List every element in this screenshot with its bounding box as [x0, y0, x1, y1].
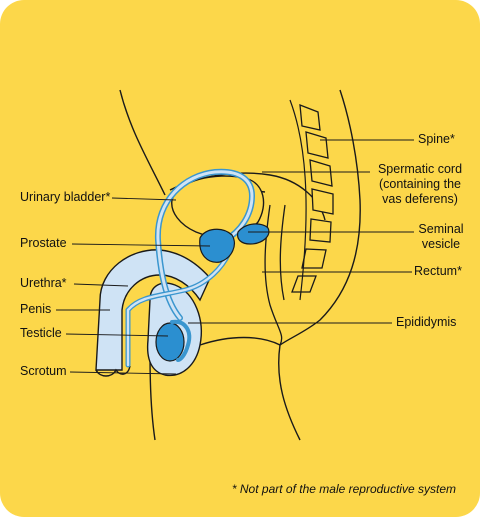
label-spermatic-cord-line-1: Spermatic cord	[377, 162, 463, 176]
prostate-shape	[199, 228, 235, 263]
seminal-vesicle-shape	[237, 223, 270, 245]
label-spermatic-cord-line-2: (containing the	[378, 177, 461, 191]
vas-deferens-inner	[156, 170, 254, 320]
label-scrotum: Scrotum	[20, 364, 67, 378]
spine-vertebrae	[291, 104, 334, 293]
footnote: * Not part of the male reproductive syst…	[231, 482, 456, 496]
leader-scrotum	[69, 371, 177, 375]
vertebra	[301, 248, 327, 269]
leader-urinary-bladder	[111, 197, 177, 201]
penis-shape	[95, 249, 211, 371]
thigh-back-line	[278, 344, 301, 441]
label-prostate: Prostate	[20, 236, 67, 250]
epididymis-shape	[170, 319, 192, 362]
vertebra	[311, 188, 334, 215]
label-urethra: Urethra*	[20, 276, 67, 290]
leader-urethra	[73, 283, 129, 287]
inner-thigh-line	[199, 336, 281, 346]
label-testicle: Testicle	[20, 326, 62, 340]
vertebra	[309, 159, 333, 187]
label-rectum: Rectum*	[414, 264, 462, 278]
urethra-inner	[126, 243, 234, 367]
rectum-wall	[279, 204, 286, 301]
label-spine: Spine*	[418, 132, 455, 146]
label-seminal-vesicle-line-1: Seminal	[418, 222, 464, 236]
leader-testicle	[65, 333, 169, 337]
vertebra	[291, 275, 317, 293]
vertebra	[309, 218, 332, 243]
rectum-shape	[264, 204, 283, 346]
label-seminal-vesicle-line-2: vesicle	[421, 237, 461, 251]
leg-front-line	[149, 354, 156, 441]
leader-lines	[56, 139, 414, 375]
label-seminal-vesicle: Seminal vesicle	[414, 222, 468, 252]
spine-canal-line	[289, 99, 307, 301]
testicle-shape	[155, 322, 185, 362]
label-urinary-bladder: Urinary bladder*	[20, 190, 111, 204]
urinary-bladder-shape	[171, 175, 265, 238]
label-spermatic-cord-line-3: vas deferens)	[382, 192, 458, 206]
buttock-back-line	[279, 89, 361, 346]
vertebra	[305, 131, 329, 159]
penis-tip	[95, 365, 131, 377]
label-penis: Penis	[20, 302, 52, 316]
label-spermatic-cord: Spermatic cord (containing the vas defer…	[372, 162, 468, 207]
vertebra	[299, 104, 321, 131]
label-epididymis: Epididymis	[396, 315, 457, 329]
leader-prostate	[71, 243, 211, 247]
abdomen-front-line	[119, 89, 166, 196]
